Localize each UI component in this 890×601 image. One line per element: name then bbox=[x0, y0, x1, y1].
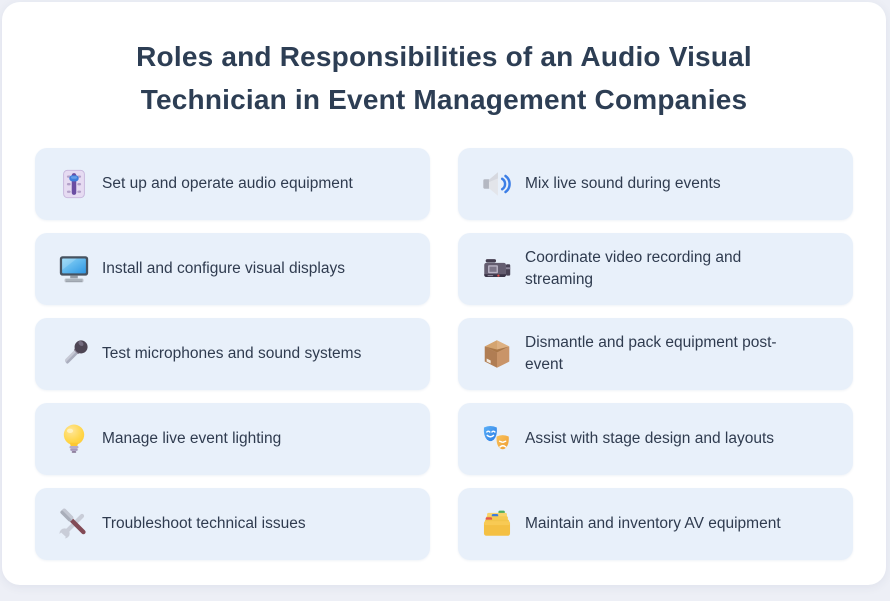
level-slider-icon bbox=[56, 167, 91, 202]
items-grid: Set up and operate audio equipment Mix li… bbox=[35, 148, 853, 560]
video-camera-icon bbox=[479, 252, 514, 287]
infographic-card: Roles and Responsibilities of an Audio V… bbox=[2, 2, 886, 585]
list-item-label: Install and configure visual displays bbox=[102, 260, 345, 277]
card-index-icon bbox=[479, 507, 514, 542]
list-item-label: Maintain and inventory AV equipment bbox=[525, 515, 781, 532]
list-item: Troubleshoot technical issues bbox=[35, 488, 430, 560]
list-item: Manage live event lighting bbox=[35, 403, 430, 475]
page-title: Roles and Responsibilities of an Audio V… bbox=[136, 41, 752, 115]
list-item-label: Test microphones and sound systems bbox=[102, 345, 362, 362]
microphone-icon bbox=[56, 337, 91, 372]
performing-arts-icon bbox=[479, 422, 514, 457]
list-item: Set up and operate audio equipment bbox=[35, 148, 430, 220]
list-item: Test microphones and sound systems bbox=[35, 318, 430, 390]
list-item-label: Set up and operate audio equipment bbox=[102, 175, 353, 192]
list-item: Install and configure visual displays bbox=[35, 233, 430, 305]
list-item-label: Mix live sound during events bbox=[525, 175, 721, 192]
light-bulb-icon bbox=[56, 422, 91, 457]
list-item-label: Assist with stage design and layouts bbox=[525, 430, 774, 447]
list-item: Dismantle and pack equipment post- event bbox=[458, 318, 853, 390]
list-item-label: Dismantle and pack equipment post- event bbox=[525, 334, 777, 373]
speaker-icon bbox=[479, 167, 514, 202]
list-item: Coordinate video recording and streaming bbox=[458, 233, 853, 305]
list-item-label: Troubleshoot technical issues bbox=[102, 515, 306, 532]
list-item-label: Coordinate video recording and streaming bbox=[525, 249, 742, 288]
hammer-wrench-icon bbox=[56, 507, 91, 542]
list-item: Maintain and inventory AV equipment bbox=[458, 488, 853, 560]
list-item: Mix live sound during events bbox=[458, 148, 853, 220]
list-item-label: Manage live event lighting bbox=[102, 430, 282, 447]
list-item: Assist with stage design and layouts bbox=[458, 403, 853, 475]
desktop-computer-icon bbox=[56, 252, 91, 287]
package-icon bbox=[479, 337, 514, 372]
